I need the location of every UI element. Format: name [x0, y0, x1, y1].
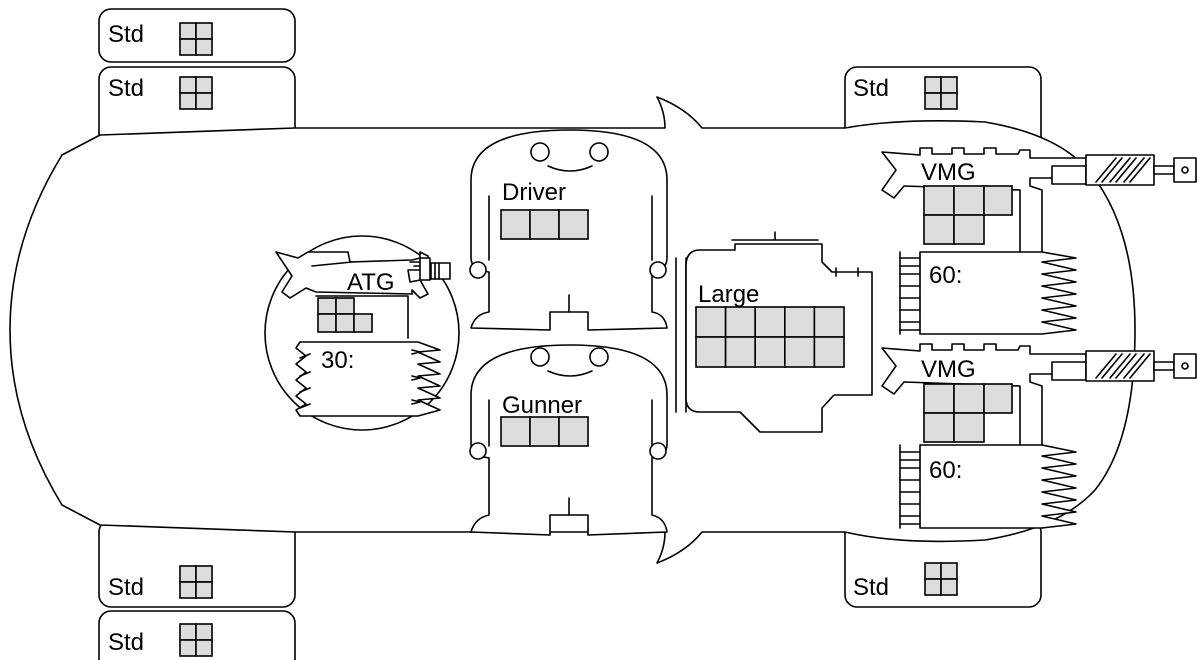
wheel-slot-grid [924, 76, 958, 110]
wheel-slot-grid [179, 76, 213, 110]
engine-slot-grid [695, 306, 845, 368]
driver-slot-grid [500, 209, 589, 240]
wheel-label: Std [108, 21, 144, 48]
vmg-barrel-icon [1085, 154, 1197, 186]
atg-label: ATG [347, 269, 395, 296]
wheel-front-left-3: Std [98, 519, 296, 608]
vmg-top-ammo-box [899, 251, 1077, 335]
wheel-label: Std [108, 629, 144, 656]
wheel-slot-grid [179, 565, 213, 599]
vmg-top-label: VMG [921, 159, 976, 186]
vmg-top-ammo-label: 60: [929, 262, 962, 289]
vmg-top-slot-grid [923, 185, 1013, 245]
vmg-bottom-ammo-label: 60: [929, 457, 962, 484]
atg-ammo-box [295, 341, 441, 417]
atg-slot-grid [317, 297, 373, 333]
atg-gun-icon [275, 251, 451, 299]
vmg-bottom-slot-grid [923, 383, 1013, 443]
vmg-bottom: VMG 60: [881, 343, 1197, 529]
gunner-slot-grid [500, 416, 589, 447]
wheel-slot-grid [179, 22, 213, 56]
wheel-slot-grid [924, 562, 958, 596]
wheel-label: Std [108, 75, 144, 102]
vehicle-hull [9, 96, 1136, 564]
wheel-front-left-4: Std [98, 610, 296, 660]
wheel-label: Std [853, 574, 889, 601]
vmg-bottom-label: VMG [921, 356, 976, 383]
wheel-label: Std [108, 574, 144, 601]
driver-seat: Driver [469, 129, 668, 331]
engine-label: Large [698, 281, 759, 308]
wheel-front-left-1: Std [98, 8, 296, 63]
wheel-rear-right-bottom: Std [844, 519, 1042, 608]
driver-label: Driver [502, 179, 566, 206]
wheel-label: Std [853, 75, 889, 102]
gunner-label: Gunner [502, 392, 582, 419]
vmg-barrel-icon [1085, 350, 1197, 382]
wheel-slot-grid [179, 623, 213, 657]
vmg-bottom-ammo-box [899, 444, 1077, 529]
vmg-top: VMG 60: [881, 147, 1197, 335]
atg-ammo-label: 30: [321, 347, 354, 374]
gunner-seat: Gunner [469, 344, 668, 536]
engine: Large [675, 231, 873, 433]
atg-turret: ATG 30: [264, 235, 460, 431]
